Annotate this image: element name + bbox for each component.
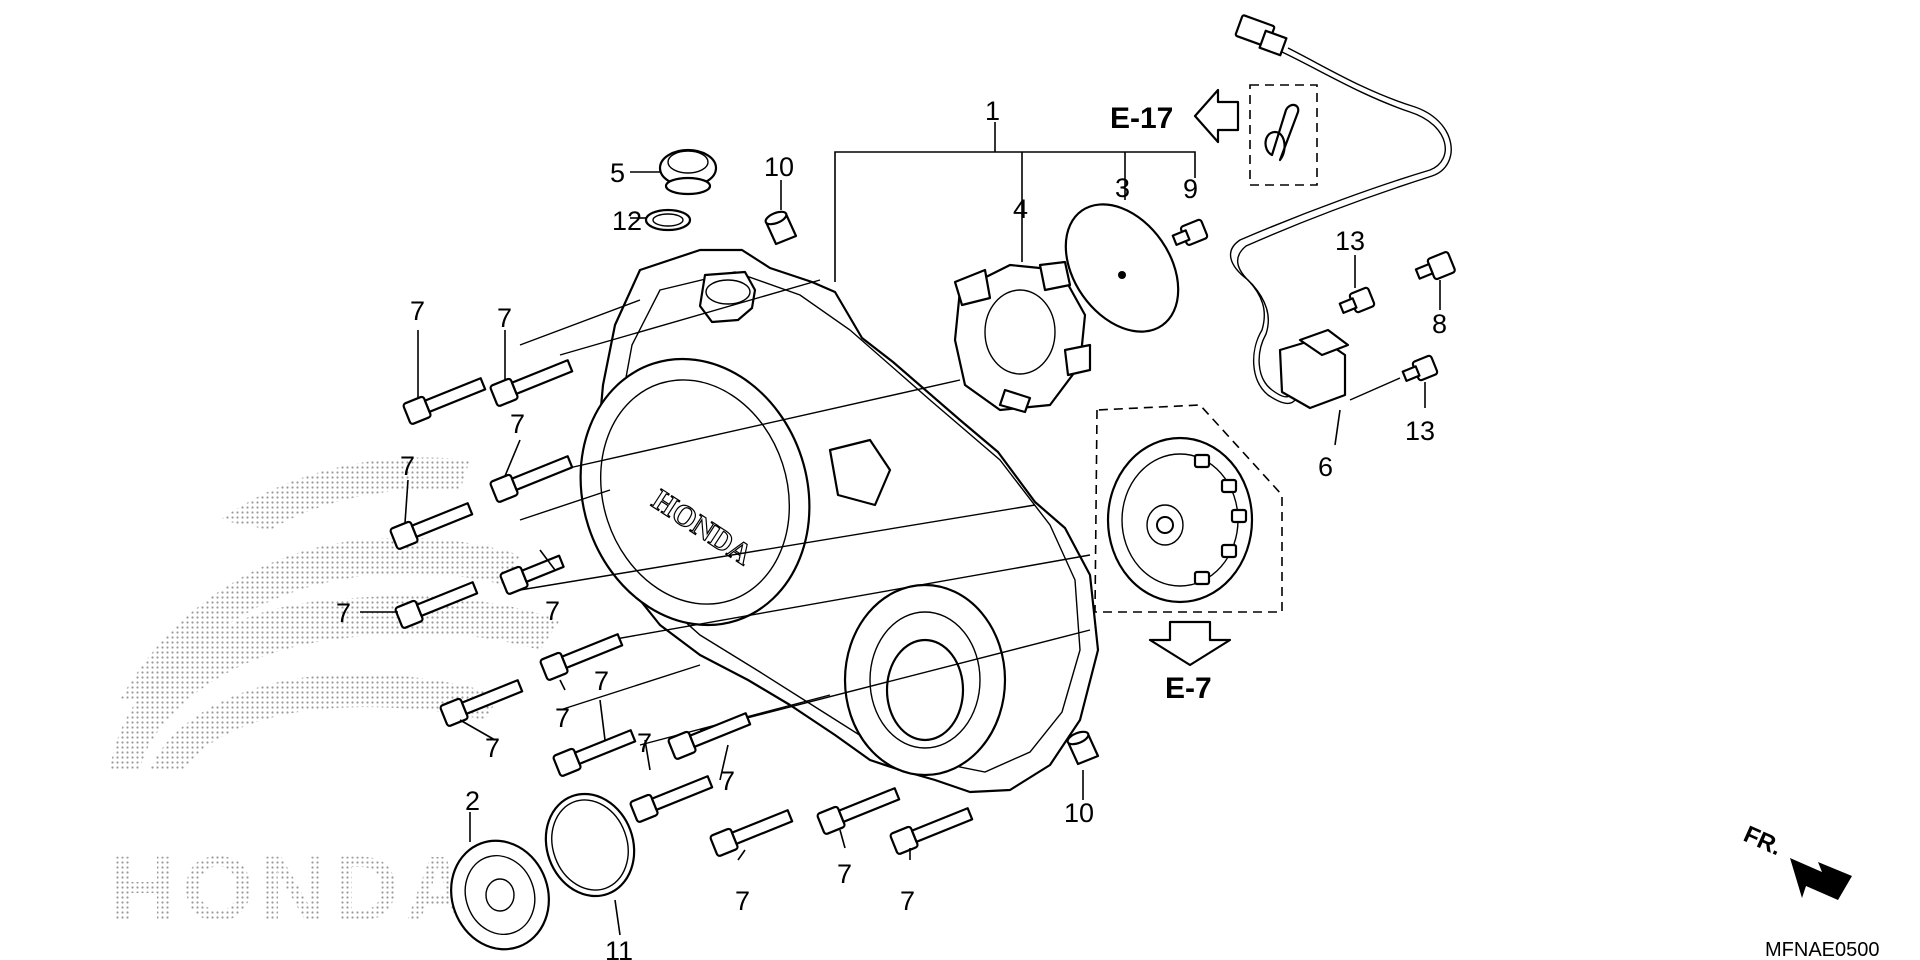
bolt-7b [489,359,574,407]
callout-numbers: 1 2 3 4 5 6 7 7 7 7 7 7 7 7 7 7 7 7 7 7 … [336,96,1447,960]
bolt-7g [539,633,624,681]
bolt-7f [394,581,479,629]
callout-7: 7 [410,296,425,326]
callout-7: 7 [400,451,415,481]
callout-12: 12 [612,206,642,236]
callout-8: 8 [1432,309,1447,339]
callout-7: 7 [510,409,525,439]
front-direction-arrow: FR. [1740,821,1852,900]
callout-7: 7 [594,666,609,696]
callout-11: 11 [605,936,633,960]
o-ring-12 [630,208,692,232]
callout-3: 3 [1115,173,1130,203]
front-indicator-text: FR. [1740,821,1786,861]
callout-4: 4 [1013,194,1028,224]
honda-wing-watermark: HONDA [110,457,560,940]
dowel-pin-10a [764,180,798,246]
reference-e17: E-17 [1110,102,1173,135]
dowel-pin-10b [1066,730,1100,800]
callout-10: 10 [764,152,794,182]
bolt-13a [1338,286,1376,314]
callout-1: 1 [985,96,1000,126]
bolt-7i [552,729,637,777]
pulse-generator-harness [1229,14,1452,446]
damper-4 [953,222,1092,414]
callout-2: 2 [465,786,480,816]
flywheel-e7-group [1094,404,1283,667]
pulley-cap-2 [450,812,550,951]
honda-watermark-text: HONDA [110,838,477,940]
assembly-bracket-1 [834,122,1196,282]
callout-7: 7 [720,766,735,796]
callout-7: 7 [555,703,570,733]
callout-10: 10 [1064,798,1094,828]
bolt-7l [709,809,794,857]
cover-plate-3 [1064,203,1180,333]
callout-7: 7 [900,886,915,916]
bolt-7e [499,554,565,595]
oil-filler-cap [630,148,718,196]
bolt-7a [402,377,487,425]
bolt-8 [1414,251,1456,281]
bolt-9 [1171,218,1209,246]
callout-7: 7 [545,596,560,626]
flange-bolts [389,359,974,857]
reference-e7: E-7 [1165,672,1212,705]
callout-7: 7 [497,303,512,333]
bolt-7d [389,502,474,550]
callout-9: 9 [1183,174,1198,204]
bolt-7k [629,775,714,823]
bolt-7c [489,455,574,503]
callout-leaders [360,330,911,861]
callout-5: 5 [610,158,625,188]
callout-7: 7 [735,886,750,916]
callout-7: 7 [837,859,852,889]
callout-7: 7 [336,598,351,628]
diagram-code: MFNAE0500 [1765,939,1880,960]
bolt-7n [889,807,974,855]
callout-6: 6 [1318,452,1333,482]
bolt-7h [439,679,524,727]
crankcase-cover: HONDA [579,248,1100,794]
callout-7: 7 [637,728,652,758]
o-ring-11 [544,792,636,936]
callout-13: 13 [1405,416,1435,446]
bolt-13b [1401,354,1439,382]
e17-reference [1193,84,1318,186]
bolt-leader-lines [519,279,1091,746]
callout-13: 13 [1335,226,1365,256]
callout-7: 7 [485,733,500,763]
bolt-7j [667,712,752,760]
bolt-7m [816,787,901,835]
leader-13b-coil [1349,377,1401,401]
